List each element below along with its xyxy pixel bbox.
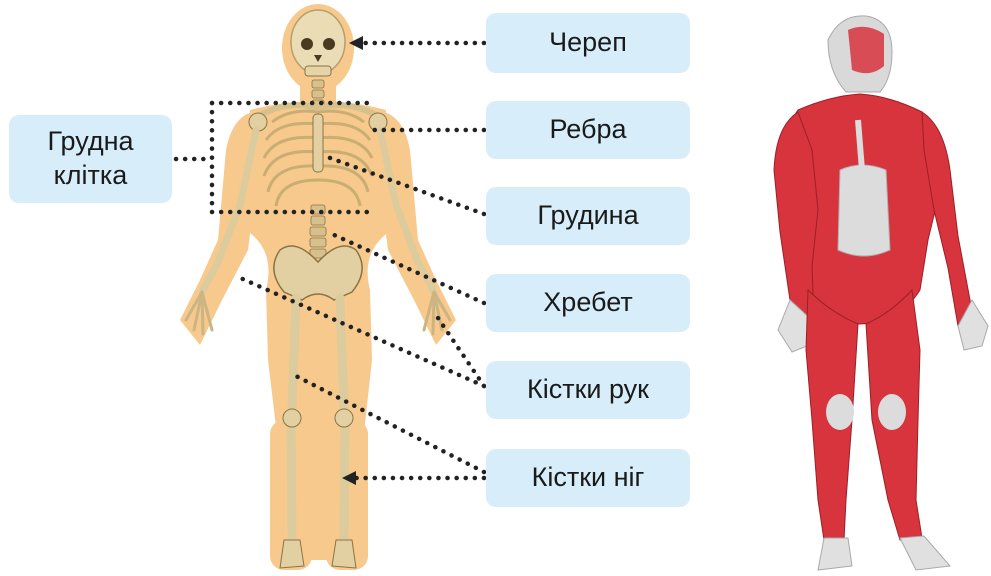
muscle-figure bbox=[774, 16, 988, 570]
right-foot bbox=[900, 536, 950, 570]
label-leg-bones-text: Кістки ніг bbox=[532, 461, 645, 495]
label-ribs: Ребра bbox=[486, 101, 690, 159]
label-sternum-text: Грудина bbox=[537, 199, 638, 233]
label-ribs-text: Ребра bbox=[549, 113, 626, 147]
label-arm-bones-text: Кістки рук bbox=[527, 373, 649, 407]
left-foot bbox=[818, 538, 852, 570]
abdominals bbox=[838, 165, 890, 256]
label-skull: Череп bbox=[486, 13, 690, 73]
label-leg-bones: Кістки ніг bbox=[486, 449, 690, 507]
label-chest: Грудна клітка bbox=[9, 115, 172, 203]
label-spine-text: Хребет bbox=[543, 286, 632, 320]
label-chest-line1: Грудна bbox=[47, 125, 133, 159]
sternum-tendon bbox=[858, 120, 862, 170]
right-knee bbox=[878, 394, 906, 430]
label-arm-bones: Кістки рук bbox=[486, 361, 690, 419]
skeleton-figure bbox=[180, 4, 456, 570]
left-knee bbox=[826, 394, 854, 430]
label-sternum: Грудина bbox=[486, 187, 690, 245]
sternum bbox=[313, 114, 323, 172]
label-chest-line2: клітка bbox=[54, 159, 128, 193]
label-spine: Хребет bbox=[486, 274, 690, 332]
label-skull-text: Череп bbox=[549, 26, 627, 60]
